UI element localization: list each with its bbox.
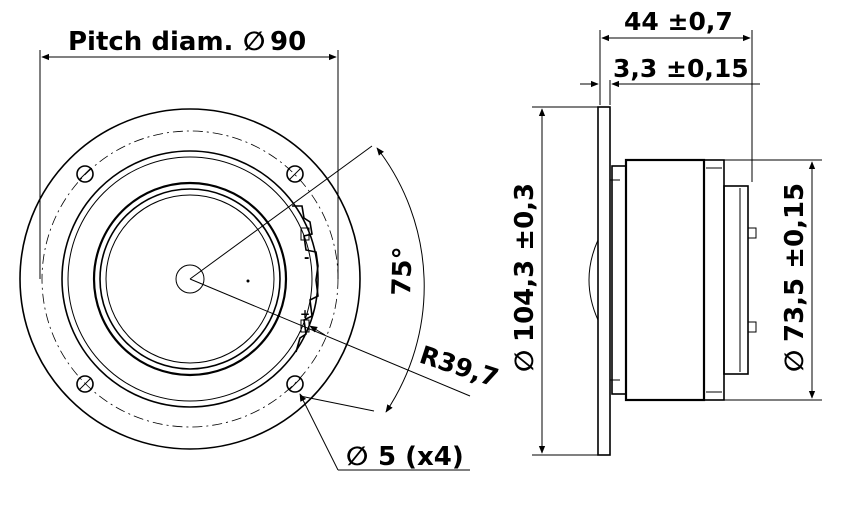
side-terminal-lower (747, 321, 757, 333)
hole-diameter-symbol: ∅ (346, 442, 368, 472)
terminal-tabs-outline (292, 205, 319, 353)
mounting-hole-bottom-left (76, 375, 94, 393)
mounting-hole-bottom-right (286, 375, 304, 393)
side-body-back-cap (723, 185, 749, 375)
radius-label: R39,7 (416, 340, 502, 393)
angle-ray-lower (299, 395, 375, 412)
side-body-front-ring (611, 165, 627, 395)
faceplate-ring-inner (67, 156, 313, 402)
angle-arc (376, 147, 425, 413)
hole-leader-line (299, 393, 339, 471)
faceplate-ring-outer (61, 150, 319, 408)
flange-diameter-label: 104,3 ±0,3 (510, 183, 540, 342)
terminal-minus-label: - (304, 251, 309, 266)
angle-ray-upper (189, 145, 373, 280)
body-diameter-symbol: ∅ (780, 350, 810, 372)
flange-thickness-label: 3,3 ±0,15 (613, 54, 749, 83)
side-view: 44 ±0,7 3,3 ±0,15 ∅ 104,3 ±0,3 ∅ 73,5 ±0… (510, 7, 822, 456)
center-dome-cap (175, 264, 205, 294)
dome-surround-outer (92, 181, 288, 377)
side-body-housing (624, 158, 706, 402)
dome-surround-inner (105, 194, 275, 364)
pitch-diameter-label: Pitch diam. (68, 27, 233, 57)
side-terminal-upper (747, 227, 757, 239)
side-dome-profile (588, 239, 599, 321)
depth-total-label: 44 ±0,7 (624, 7, 733, 36)
flange-diameter-text: ∅ 104,3 ±0,3 (510, 183, 540, 372)
angle-label: 75° (387, 246, 419, 296)
mounting-hole-top-left (76, 165, 94, 183)
body-diameter-label: 73,5 ±0,15 (780, 183, 810, 342)
side-flange-plate (597, 106, 611, 456)
pitch-diameter-value: 90 (270, 27, 306, 57)
terminal-minus-tab (300, 227, 310, 241)
body-diameter-text: ∅ 73,5 ±0,15 (780, 183, 810, 372)
terminal-plus-tab (300, 319, 310, 333)
dome-surround-mid (99, 188, 281, 370)
flange-diameter-symbol: ∅ (510, 350, 540, 372)
front-view: - + Pitch diam. ∅ 90 75° R39,7 ∅ 5 (x4) (19, 27, 502, 472)
side-body-magnet-ring (703, 159, 725, 401)
mounting-hole-top-right (286, 165, 304, 183)
radius-leader-line (189, 278, 471, 397)
pitch-diameter-symbol: ∅ (243, 27, 265, 57)
hole-diameter-label: 5 (x4) (378, 442, 464, 472)
flange-outline (19, 108, 361, 450)
reference-dot (246, 279, 250, 283)
terminal-plus-label: + (300, 307, 310, 321)
